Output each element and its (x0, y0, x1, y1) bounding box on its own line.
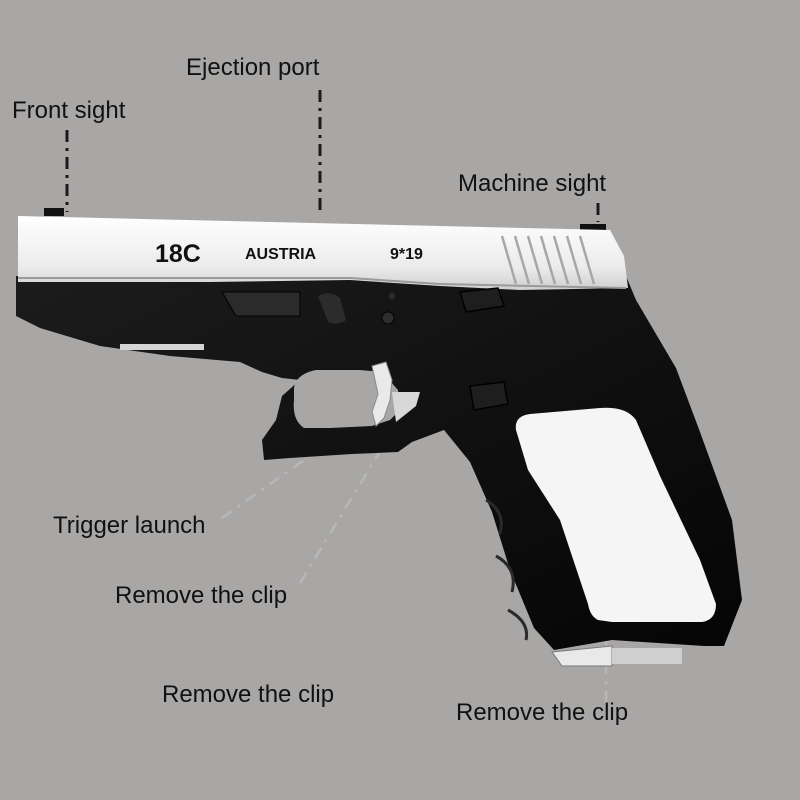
leader-lines (65, 90, 600, 222)
trigger (371, 361, 393, 427)
label-remove-clip-1: Remove the clip (115, 582, 288, 609)
rear-sight (580, 224, 606, 234)
label-trigger-launch: Trigger launch (53, 512, 206, 539)
finger-grooves (485, 498, 529, 641)
slide-edge (18, 277, 627, 289)
magazine-base (551, 645, 613, 667)
label-remove-clip-3: Remove the clip (456, 699, 629, 726)
slide-stop-lever (221, 291, 301, 317)
pin-2 (389, 293, 395, 299)
rear-slide-lock (459, 287, 505, 313)
trigger-bar (392, 392, 420, 422)
engraving-country: AUSTRIA (245, 246, 317, 263)
label-ejection-port: Ejection port (186, 54, 320, 81)
label-front-sight: Front sight (12, 97, 126, 124)
engraving-model: 18C (155, 240, 201, 268)
pin-1 (381, 311, 395, 325)
grip-panel (515, 407, 716, 622)
takedown-lever (318, 293, 346, 324)
frame (16, 276, 742, 650)
accessory-rail-marking (120, 344, 204, 350)
front-sight (44, 208, 64, 216)
slide-serrations (500, 235, 596, 285)
engraving-caliber: 9*19 (390, 246, 423, 263)
label-machine-sight: Machine sight (458, 170, 607, 197)
label-remove-clip-2: Remove the clip (162, 681, 335, 708)
slide (18, 216, 628, 290)
magazine-base-shadow (612, 648, 682, 664)
magazine-release (469, 381, 509, 411)
